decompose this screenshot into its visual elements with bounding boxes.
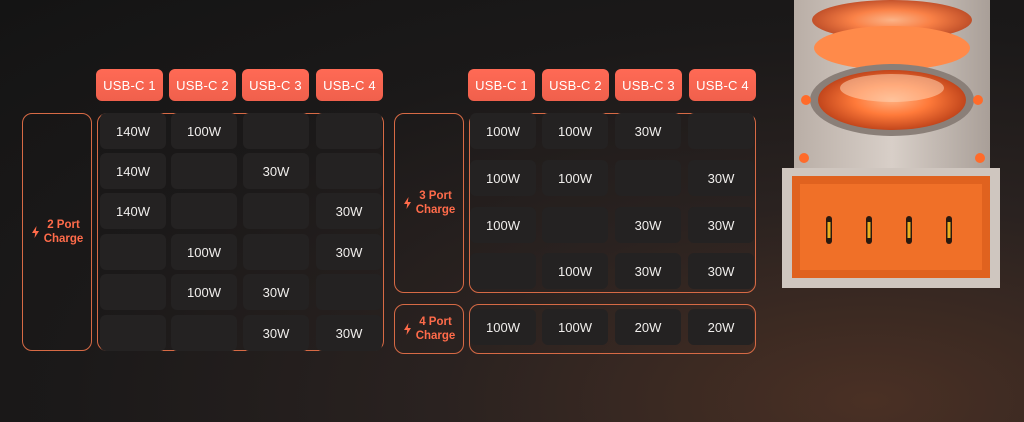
two-port-cell-r5-c4 [316,274,382,310]
four-port-cell-r1-c1: 100W [470,309,536,345]
two-port-charge-text: 2 Port Charge [44,218,84,246]
two-port-cell-r2-c4 [316,153,382,189]
three-port-line2: Charge [415,204,456,216]
lightning-bolt-icon [31,226,39,238]
three-port-cell-r3-c2 [542,207,608,243]
two-port-cell-r3-c3 [243,193,309,229]
four-port-charge-text: 4 Port Charge [416,315,456,343]
two-port-cell-r6-c4: 30W [316,315,382,351]
two-port-cell-r6-c3: 30W [243,315,309,351]
two-port-cell-r1-c4 [316,113,382,149]
three-port-charge-label: 3 Port Charge [394,113,464,293]
three-port-cell-r2-c3 [615,160,681,196]
four-port-charge-label: 4 Port Charge [394,304,464,354]
two-port-cell-r3-c2 [171,193,237,229]
four-port-cell-r1-c2: 100W [542,309,608,345]
right-header-usbc4: USB-C 4 [689,69,756,101]
three-port-cell-r3-c4: 30W [688,207,754,243]
right-header-usbc2: USB-C 2 [542,69,609,101]
two-port-cell-r4-c3 [243,234,309,270]
two-port-cell-r4-c2: 100W [171,234,237,270]
charger-device-image [782,0,1000,288]
four-port-cell-r1-c3: 20W [615,309,681,345]
three-port-cell-r2-c1: 100W [470,160,536,196]
two-port-cell-r1-c1: 140W [100,113,166,149]
four-port-frame [469,304,756,354]
two-port-cell-r6-c2 [171,315,237,351]
two-port-line2: Charge [43,233,84,245]
two-port-cell-r5-c1 [100,274,166,310]
three-port-cell-r1-c3: 30W [615,113,681,149]
two-port-cell-r2-c1: 140W [100,153,166,189]
lightning-bolt-icon [403,197,411,209]
two-port-cell-r3-c4: 30W [316,193,382,229]
three-port-cell-r1-c2: 100W [542,113,608,149]
two-port-cell-r4-c4: 30W [316,234,382,270]
three-port-cell-r4-c4: 30W [688,253,754,289]
two-port-frame [97,113,384,351]
two-port-cell-r1-c3 [243,113,309,149]
two-port-charge-label: 2 Port Charge [22,113,92,351]
three-port-cell-r4-c3: 30W [615,253,681,289]
two-port-cell-r6-c1 [100,315,166,351]
two-port-cell-r2-c2 [171,153,237,189]
four-port-line1: 4 Port [419,316,452,328]
three-port-cell-r4-c2: 100W [542,253,608,289]
three-port-line1: 3 Port [419,190,452,202]
three-port-cell-r1-c4 [688,113,754,149]
lightning-bolt-icon [403,323,411,335]
three-port-charge-text: 3 Port Charge [416,189,456,217]
two-port-cell-r5-c3: 30W [243,274,309,310]
right-header-usbc1: USB-C 1 [468,69,535,101]
three-port-cell-r2-c4: 30W [688,160,754,196]
three-port-cell-r2-c2: 100W [542,160,608,196]
four-port-line2: Charge [415,330,456,342]
two-port-line1: 2 Port [47,219,80,231]
three-port-cell-r3-c1: 100W [470,207,536,243]
three-port-cell-r3-c3: 30W [615,207,681,243]
left-header-usbc1: USB-C 1 [96,69,163,101]
four-port-cell-r1-c4: 20W [688,309,754,345]
right-header-usbc3: USB-C 3 [615,69,682,101]
left-header-usbc4: USB-C 4 [316,69,383,101]
two-port-cell-r5-c2: 100W [171,274,237,310]
left-header-usbc3: USB-C 3 [242,69,309,101]
two-port-cell-r2-c3: 30W [243,153,309,189]
two-port-cell-r4-c1 [100,234,166,270]
three-port-cell-r4-c1 [470,253,536,289]
three-port-frame [469,113,756,293]
three-port-cell-r1-c1: 100W [470,113,536,149]
two-port-cell-r3-c1: 140W [100,193,166,229]
left-header-usbc2: USB-C 2 [169,69,236,101]
two-port-cell-r1-c2: 100W [171,113,237,149]
